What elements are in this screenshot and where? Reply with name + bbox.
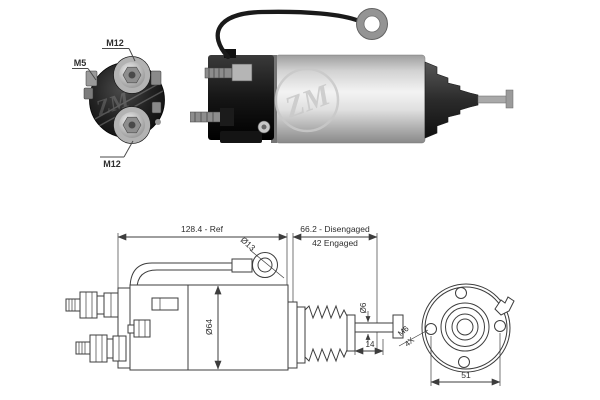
- plunger-rod: [477, 95, 508, 104]
- drawn-flange-outer: [421, 283, 511, 373]
- side-tab: [83, 87, 94, 100]
- dim-travel: 66.2 - Disengaged 42 Engaged: [292, 224, 378, 352]
- drawn-stud-top: [65, 291, 119, 319]
- side-rivet: [155, 119, 161, 125]
- rubber-boot: [424, 61, 479, 139]
- eyelet-terminal: [356, 8, 388, 40]
- terminal-m12-top: [113, 56, 151, 94]
- dim-overall-text: 128.4 - Ref: [181, 224, 224, 234]
- label-m12-bottom: M12: [100, 140, 134, 169]
- drawn-collar-2: [296, 306, 306, 364]
- dim-rod-length-text: 14: [366, 340, 375, 349]
- drawn-bellows: [304, 304, 348, 363]
- small-screw: [257, 120, 271, 134]
- side-tab: [151, 101, 162, 114]
- dim-engaged-text: 42 Engaged: [312, 238, 358, 248]
- hex-nut: [231, 63, 253, 82]
- drawn-rod-disc: [392, 314, 404, 339]
- dim-bolt-circle-text: 51: [461, 370, 471, 380]
- drawn-collar-1: [287, 301, 298, 369]
- mount-hole-top: [455, 287, 467, 299]
- wire-grommet: [224, 49, 236, 58]
- dim-bolt-circle: 51: [430, 333, 501, 386]
- drawn-eyelet: [252, 252, 278, 278]
- drawn-terminal-lug: [494, 296, 515, 316]
- dim-body-diameter-text: Ø64: [204, 319, 214, 335]
- rod-end-cap: [505, 89, 514, 109]
- center-boss: [440, 302, 490, 352]
- drawn-ground-wire: Ø13: [129, 235, 285, 290]
- label-m5: M5: [72, 58, 97, 81]
- drawing-side-view: 128.4 - Ref 66.2 - Disengaged 42 Engaged…: [65, 224, 404, 371]
- dim-body-diameter: Ø64: [204, 285, 222, 370]
- photo-side-view: ZM: [190, 8, 514, 144]
- drawn-bracket: [151, 297, 179, 311]
- label-m12-top: M12: [102, 38, 136, 62]
- wire-ferrule: [231, 258, 253, 273]
- mount-hole-right: [494, 320, 506, 332]
- technical-drawing: 128.4 - Ref 66.2 - Disengaged 42 Engaged…: [65, 224, 515, 386]
- dim-disengaged-text: 66.2 - Disengaged: [300, 224, 370, 234]
- drawn-stud-small: [127, 319, 151, 338]
- dim-rod-diameter-text: Ø6: [359, 302, 368, 313]
- stud-base: [220, 108, 234, 126]
- ground-wire: [215, 9, 362, 60]
- drawn-rod: [354, 322, 396, 333]
- terminal-m12-bottom: [113, 106, 151, 144]
- drawing-front-view: M6 4X 51: [396, 283, 515, 386]
- stud-top: [204, 63, 253, 82]
- dim-rod-diameter: Ø6: [359, 302, 371, 345]
- mount-hole-left: [425, 323, 437, 335]
- label-m12-bottom-text: M12: [103, 159, 121, 169]
- photo-end-view: ZM M12 M5: [72, 38, 165, 169]
- drawn-stud-bottom: [75, 334, 127, 363]
- mount-hole-bottom: [458, 356, 470, 368]
- label-m5-text: M5: [74, 58, 87, 68]
- drawn-boot-collar: [346, 314, 356, 352]
- terminal-m5-tab: [85, 70, 98, 87]
- label-m12-top-text: M12: [106, 38, 124, 48]
- cap-bracket: [220, 131, 262, 143]
- dim-rod-length: 14: [354, 335, 384, 355]
- stud-bottom: [190, 108, 234, 126]
- side-tab: [150, 70, 162, 86]
